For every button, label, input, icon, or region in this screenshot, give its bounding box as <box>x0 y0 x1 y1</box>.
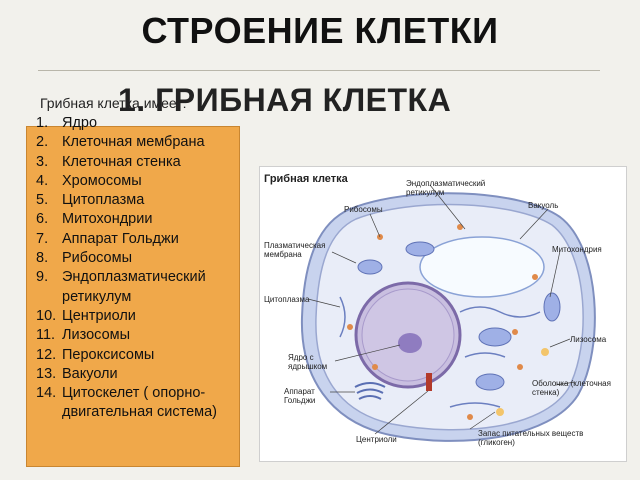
label-storage: Запас питательных веществ (гликоген) <box>478 429 584 447</box>
list-item: 13.Вакуоли <box>36 365 118 382</box>
label-nucleus: Ядро с ядрышком <box>288 353 328 371</box>
label-cytoplasm: Цитоплазма <box>264 295 310 304</box>
label-centrioles: Центриоли <box>356 435 397 444</box>
title-divider <box>38 70 600 71</box>
label-mitochondria: Митохондрия <box>552 245 602 254</box>
label-golgi: Аппарат Гольджи <box>284 387 316 405</box>
list-item: 3.Клеточная стенка <box>36 153 181 170</box>
label-ribosomes: Рибосомы <box>344 205 383 214</box>
list-item: 14.Цитоскелет ( опорно-двигательная сист… <box>36 385 218 421</box>
label-vacuole: Вакуоль <box>528 201 559 210</box>
list-item: 11.Лизосомы <box>36 327 131 344</box>
diagram-title: Грибная клетка <box>264 173 348 185</box>
section-subtitle: 1. ГРИБНАЯ КЛЕТКА <box>118 82 452 118</box>
list-item: 10.Центриоли <box>36 307 136 324</box>
list-item: 6.Митохондрии <box>36 211 153 228</box>
fungal-cell-illustration <box>300 184 596 442</box>
cell-diagram: Грибная клетка Эндоплазматический ретику… <box>259 166 627 462</box>
label-plasma-membrane: Плазматическая мембрана <box>264 241 326 259</box>
label-er: Эндоплазматический ретикулум <box>406 179 486 197</box>
list-intro: Грибная клетка имеет: <box>40 95 187 111</box>
list-item: 4.Хромосомы <box>36 172 142 189</box>
list-item: 9.Эндоплазматический ретикулум <box>36 269 206 305</box>
list-item: 1.Ядро <box>36 115 98 131</box>
list-item: 5.Цитоплазма <box>36 192 145 209</box>
label-lysosome: Лизосома <box>570 335 607 344</box>
label-cell-wall: Оболочка (клеточная стенка) <box>532 379 611 397</box>
organelle-list-panel <box>26 126 240 467</box>
list-item: 12.Пероксисомы <box>36 346 155 363</box>
page-title: СТРОЕНИЕ КЛЕТКИ <box>141 10 499 51</box>
list-item: 8.Рибосомы <box>36 250 133 267</box>
organelle-list: 1.Ядро 2.Клеточная мембрана 3.Клеточная … <box>36 114 241 423</box>
list-item: 2.Клеточная мембрана <box>36 134 205 151</box>
list-item: 7.Аппарат Гольджи <box>36 230 179 247</box>
